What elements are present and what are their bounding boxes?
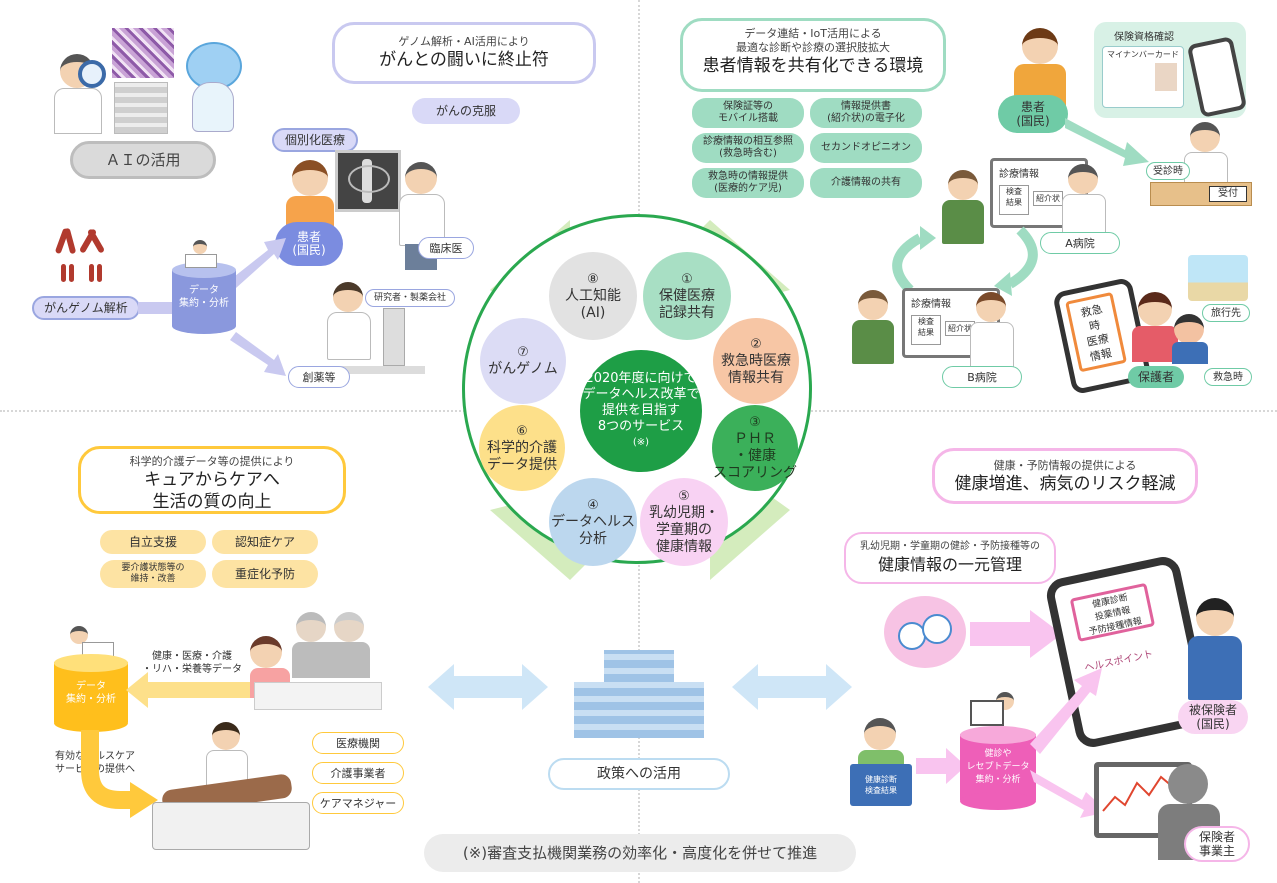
provider-care-manager: ケアマネジャー — [312, 792, 404, 814]
tl-data-cylinder: データ 集約・分析 — [172, 260, 236, 334]
tr-item-emergency: 救急時の情報提供(医療的ケア児) — [692, 168, 804, 198]
government-building-icon — [574, 650, 704, 742]
bl-data-arrow — [126, 672, 252, 708]
hospital-b-label: B病院 — [942, 366, 1022, 388]
insurance-check-box: 保険資格確認 マイナンバーカード — [1094, 22, 1248, 118]
smartphone-icon — [1186, 36, 1248, 118]
bed-scene — [152, 722, 312, 852]
clinician-label: 臨床医 — [418, 237, 474, 259]
provider-medical: 医療機関 — [312, 732, 404, 754]
personalized-medicine-pill: 個別化医療 — [272, 128, 358, 152]
guardian-child-illustration — [1132, 292, 1212, 364]
br-baby-arrow — [970, 610, 1062, 658]
policy-arrow-left — [428, 664, 548, 710]
travel-label: 旅行先 — [1202, 304, 1250, 322]
brain-ai-icon — [180, 42, 242, 132]
tr-item-crossref: 診療情報の相互参照(救急時含む) — [692, 133, 804, 163]
travel-scene — [1188, 255, 1248, 301]
tl-title-bubble: ゲノム解析・AI活用により がんとの闘いに終止符 — [332, 22, 596, 84]
center-line-3: 提供を目指す — [601, 403, 680, 418]
policy-label: 政策への活用 — [548, 758, 730, 790]
provider-care-business: 介護事業者 — [312, 762, 404, 784]
service-8: ⑧ 人工知能 (AI) — [549, 252, 637, 340]
hospital-exchange-arrows — [892, 226, 1038, 296]
emergency-label: 救急時 — [1204, 368, 1252, 386]
br-title-bubble: 健康・予防情報の提供による 健康増進、病気のリスク軽減 — [932, 448, 1198, 504]
policy-arrow-right — [732, 664, 852, 710]
tr-item-mobile: 保険証等のモバイル搭載 — [692, 98, 804, 128]
pathology-image — [112, 28, 174, 78]
clinician-illustration — [395, 162, 447, 272]
insured-person-illustration — [1184, 598, 1246, 704]
hospital-a-label: A病院 — [1040, 232, 1120, 254]
checkup-reader-illustration: 健康診断 検査結果 — [848, 718, 918, 814]
cancer-tag: がんの克服 — [412, 98, 520, 124]
service-6: ⑥ 科学的介護 データ提供 — [479, 405, 565, 491]
bl-pill-care-level: 要介護状態等の維持・改善 — [100, 560, 206, 588]
service-5: ⑤ 乳幼児期・ 学童期の 健康情報 — [640, 478, 728, 566]
service-1: ① 保健医療 記録共有 — [643, 252, 731, 340]
service-3: ③ ＰＨＲ ・健康 スコアリング — [712, 405, 798, 491]
hospital-a-doctor — [940, 170, 986, 250]
doctor-magnifier-illustration — [48, 50, 106, 134]
hospital-a-clinical-info: 診療情報 — [999, 169, 1039, 180]
tr-title-bubble: データ連結・IoT活用による 最適な診断や診療の選択肢拡大 患者情報を共有化でき… — [680, 18, 946, 92]
guardian-label: 保護者 — [1128, 366, 1184, 388]
br-distribution-arrows — [1030, 668, 1108, 818]
br-analyst — [970, 692, 1022, 728]
center-line-1: 2020年度に向けて — [585, 371, 697, 386]
service-2: ② 救急時医療 情報共有 — [713, 318, 799, 404]
bl-service-arrow — [81, 730, 158, 818]
center-note: (※) — [632, 437, 650, 448]
br-data-cylinder: 健診や レセプトデータ 集約・分析 — [960, 724, 1036, 812]
chromosomes-icon — [54, 227, 106, 288]
tr-reception-arrow — [1065, 118, 1149, 166]
br-sub-bubble: 乳幼児期・学童期の健診・予防接種等の 健康情報の一元管理 — [844, 532, 1056, 584]
reception-label: 受診時 — [1146, 162, 1190, 180]
center-circle: 2020年度に向けて データヘルス改革で 提供を目指す 8つのサービス (※) — [580, 350, 702, 472]
mynumber-card: マイナンバーカード — [1102, 46, 1184, 108]
tr-item-referral: 情報提供書(紹介状)の電子化 — [810, 98, 922, 128]
researcher-label: 研究者・製薬会社 — [365, 289, 455, 307]
hospital-b-patient — [850, 290, 896, 370]
bl-data-types-text: 健康・医療・介護 ・リハ・栄養等データ — [142, 651, 242, 675]
cancer-genome-pill: がんゲノム解析 — [32, 296, 140, 320]
server-rack-icon — [114, 82, 168, 134]
tr-item-care-share: 介護情報の共有 — [810, 168, 922, 198]
insured-label: 被保険者(国民) — [1178, 700, 1248, 734]
tl-patient-label: 患者 (国民) — [275, 222, 343, 266]
analyst-at-laptop — [185, 240, 217, 268]
insurance-check-label: 保険資格確認 — [1114, 32, 1174, 43]
xray-image — [335, 150, 401, 212]
insurer-chart-graphic — [1102, 775, 1174, 812]
hospital-b-doctor — [968, 292, 1014, 372]
insurer-label: 保険者事業主 — [1184, 826, 1250, 862]
tr-item-second-opinion: セカンドオピニオン — [810, 133, 922, 163]
bl-pill-prevention: 重症化予防 — [212, 560, 318, 588]
bl-pill-dementia: 認知症ケア — [212, 530, 318, 554]
ai-label: ＡＩの活用 — [70, 141, 216, 179]
service-7: ⑦ がんゲノム — [480, 318, 566, 404]
uketsuke-sign: 受付 — [1209, 186, 1247, 202]
researcher-illustration — [325, 282, 425, 386]
hospital-b-clinical-info: 診療情報 — [911, 299, 951, 310]
br-checkup-arrow — [916, 748, 966, 784]
center-line-4: 8つのサービス — [597, 419, 685, 434]
footnote: (※)審査支払機関業務の効率化・高度化を併せて推進 — [424, 834, 856, 872]
bl-data-cylinder: データ 集約・分析 — [54, 652, 128, 732]
center-line-2: データヘルス改革で — [582, 387, 700, 402]
service-4: ④ データヘルス 分析 — [549, 478, 637, 566]
drug-discovery-label: 創薬等 — [288, 366, 350, 388]
bl-title-bubble: 科学的介護データ等の提供により キュアからケアへ 生活の質の向上 — [78, 446, 346, 514]
tr-patient-label: 患者(国民) — [998, 95, 1068, 133]
counseling-scene — [250, 612, 382, 722]
reception-desk: 受付 — [1150, 182, 1252, 206]
baby-health-icon — [884, 596, 966, 668]
bl-pill-independence: 自立支援 — [100, 530, 206, 554]
